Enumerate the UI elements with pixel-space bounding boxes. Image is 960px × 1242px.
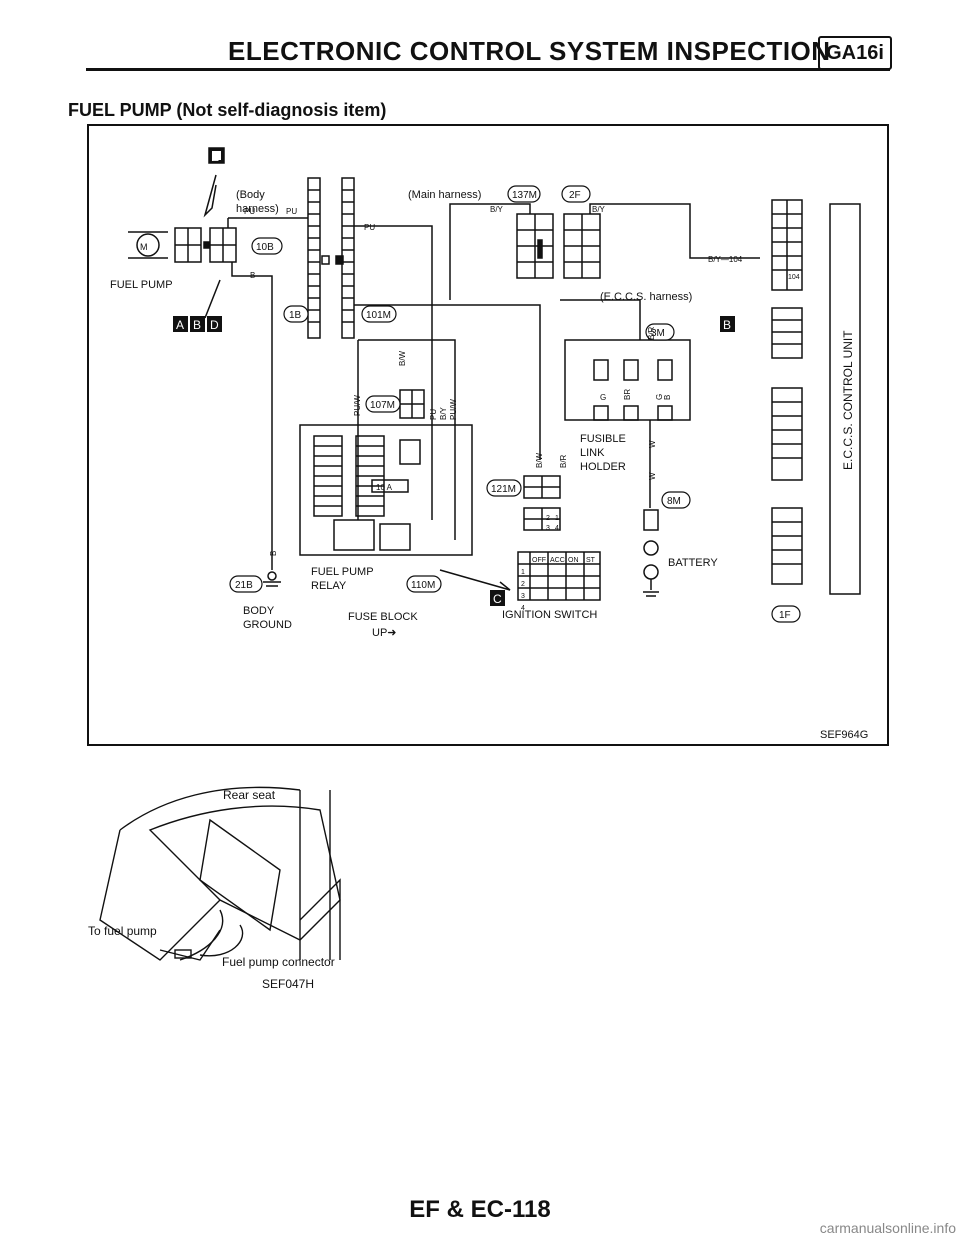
- relay-label-1: FUEL PUMP: [311, 566, 374, 578]
- body-harness-label-2: harness): [236, 203, 279, 215]
- ignition-switch-label: IGNITION SWITCH: [502, 609, 597, 621]
- page-title: ELECTRONIC CONTROL SYSTEM INSPECTION: [228, 36, 831, 66]
- body-harness-label: (Body: [236, 189, 265, 201]
- ign-header-on: ON: [568, 557, 579, 564]
- switch-pin-2: 2: [546, 515, 550, 522]
- to-fuel-pump-label: To fuel pump: [88, 924, 157, 938]
- up-arrow-label: UP➜: [372, 627, 397, 639]
- wire-b-1: B: [250, 271, 255, 280]
- main-harness-label: (Main harness): [408, 189, 481, 201]
- wire-by-1: B/Y: [490, 205, 504, 214]
- rear-seat-label: Rear seat: [223, 788, 276, 802]
- eccs-harness-label: (E.C.C.S. harness): [600, 291, 692, 303]
- ign-row-2: 2: [521, 581, 525, 588]
- wire-pu-3: PU: [364, 223, 375, 232]
- fuel-pump-connector-label: Fuel pump connector: [222, 955, 335, 969]
- wire-pu-4: PU: [429, 409, 438, 420]
- section-title: FUEL PUMP (Not self-diagnosis item): [68, 100, 387, 120]
- relay-label-2: RELAY: [311, 580, 347, 592]
- connector-10b: 10B: [256, 242, 274, 253]
- box-e: E: [211, 150, 219, 164]
- wire-puw-1: PU/W: [353, 395, 362, 416]
- ign-header-acc: ACC: [550, 557, 565, 564]
- switch-pin-1: 1: [555, 515, 559, 522]
- wire-pu-2: PU: [286, 207, 297, 216]
- wiring-diagram-frame: [87, 124, 889, 746]
- body-ground-label-2: GROUND: [243, 619, 292, 631]
- connector-110m: 110M: [411, 580, 435, 591]
- watermark: carmanualsonline.info: [819, 1220, 956, 1236]
- wire-br-1: B/R: [559, 454, 568, 468]
- connector-8m: 8M: [667, 496, 681, 507]
- wire-br-3: BR: [623, 389, 632, 400]
- fuse-block-label: FUSE BLOCK: [348, 611, 418, 623]
- motor-icon: M: [140, 242, 148, 252]
- ign-header-off: OFF: [532, 557, 546, 564]
- connector-1b: 1B: [289, 310, 302, 321]
- wire-by-104: B/Y—104: [708, 255, 743, 264]
- connector-101m: 101M: [366, 310, 391, 321]
- battery-label: BATTERY: [668, 557, 718, 569]
- ign-row-4: 4: [521, 605, 525, 612]
- eccs-control-unit-label: E.C.C.S. CONTROL UNIT: [841, 330, 855, 470]
- wire-g-1: G: [655, 394, 664, 400]
- fuel-pump-label: FUEL PUMP: [110, 279, 173, 291]
- figure-code: SEF964G: [820, 729, 868, 741]
- ign-row-3: 3: [521, 593, 525, 600]
- wire-bw-2: B/W: [535, 452, 544, 468]
- switch-pin-4: 4: [555, 525, 559, 532]
- ign-header-st: ST: [586, 557, 596, 564]
- wire-bw-1: B/W: [398, 350, 407, 366]
- box-a: A: [176, 318, 184, 332]
- wire-b-3: B: [269, 551, 278, 556]
- connector-121m: 121M: [491, 484, 516, 495]
- pin-104-label: 104: [788, 274, 800, 281]
- wire-puw-2: PU/W: [449, 399, 458, 420]
- connector-137m: 137M: [512, 190, 537, 201]
- link-label: LINK: [580, 447, 605, 459]
- connector-107m: 107M: [370, 400, 395, 411]
- header-rule: [86, 68, 890, 71]
- wire-by-3: B/Y: [439, 406, 448, 420]
- box-c: C: [493, 592, 502, 606]
- body-ground-label-1: BODY: [243, 605, 275, 617]
- wire-br-2: B/R: [647, 326, 656, 340]
- fusible-label: FUSIBLE: [580, 433, 626, 445]
- connector-1f: 1F: [779, 610, 791, 621]
- wire-w-2: W: [648, 472, 657, 480]
- wire-b-2: B: [663, 395, 672, 400]
- connector-2f: 2F: [569, 190, 581, 201]
- page-number: EF & EC-118: [409, 1196, 551, 1223]
- illustration-figure-code: SEF047H: [262, 977, 314, 991]
- wire-pu-1: PU: [244, 207, 255, 216]
- connector-21b: 21B: [235, 580, 253, 591]
- box-b: B: [193, 318, 201, 332]
- wire-w-1: W: [648, 440, 657, 448]
- holder-label: HOLDER: [580, 461, 626, 473]
- wire-g-2: G: [600, 393, 606, 402]
- ign-row-1: 1: [521, 569, 525, 576]
- box-d: D: [210, 318, 219, 332]
- fuse-10a-label: 10 A: [376, 483, 393, 492]
- switch-pin-3: 3: [546, 525, 550, 532]
- wire-by-2: B/Y: [592, 205, 606, 214]
- connector-3m: 3M: [651, 328, 665, 339]
- box-b2: B: [723, 318, 731, 332]
